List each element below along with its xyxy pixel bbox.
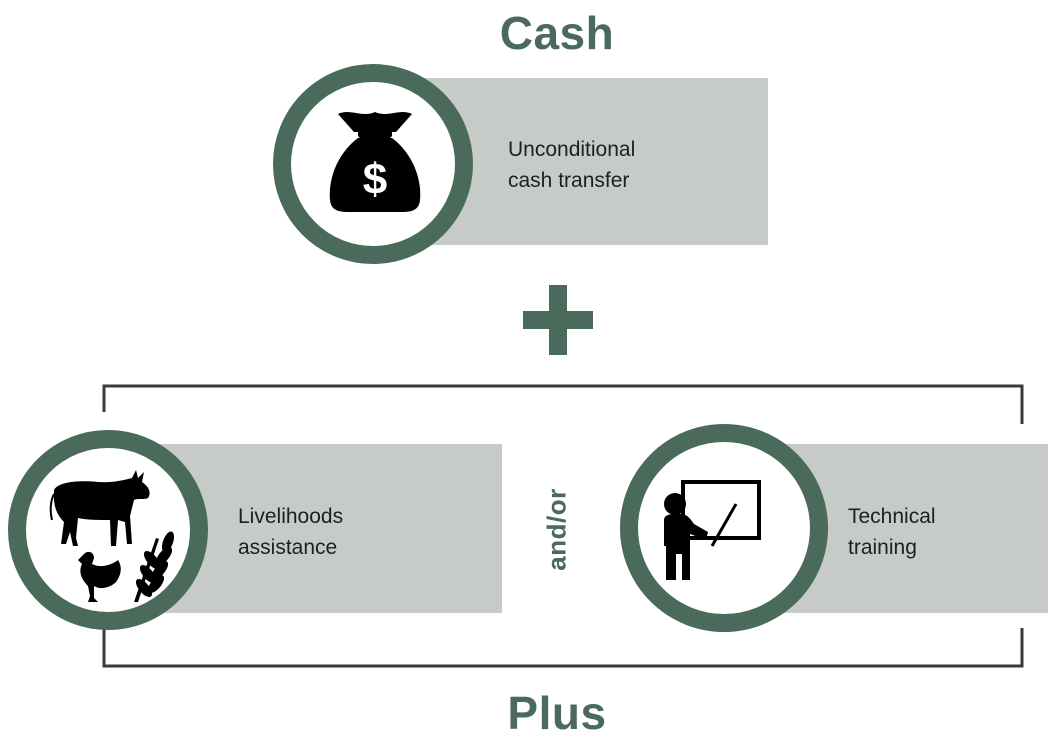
livelihoods-label-line2: assistance xyxy=(238,536,338,559)
cash-label: Unconditional cash transfer xyxy=(508,134,728,196)
training-label: Technical training xyxy=(848,501,1028,563)
and-or-label: and/or xyxy=(541,488,572,571)
training-label-line1: Technical xyxy=(848,505,936,528)
livelihoods-label-line1: Livelihoods xyxy=(238,505,344,528)
plus-icon xyxy=(523,285,593,355)
cash-label-line2: cash transfer xyxy=(508,169,630,192)
money-bag-icon: $ xyxy=(329,112,421,212)
teacher-board-icon xyxy=(664,480,761,580)
livelihoods-label: Livelihoods assistance xyxy=(238,501,458,563)
cash-title: Cash xyxy=(499,7,615,59)
svg-text:$: $ xyxy=(363,155,387,204)
cash-label-line1: Unconditional xyxy=(508,138,636,161)
plus-title: Plus xyxy=(507,687,607,739)
livestock-crops-icon xyxy=(49,470,175,602)
training-label-line2: training xyxy=(848,536,917,559)
